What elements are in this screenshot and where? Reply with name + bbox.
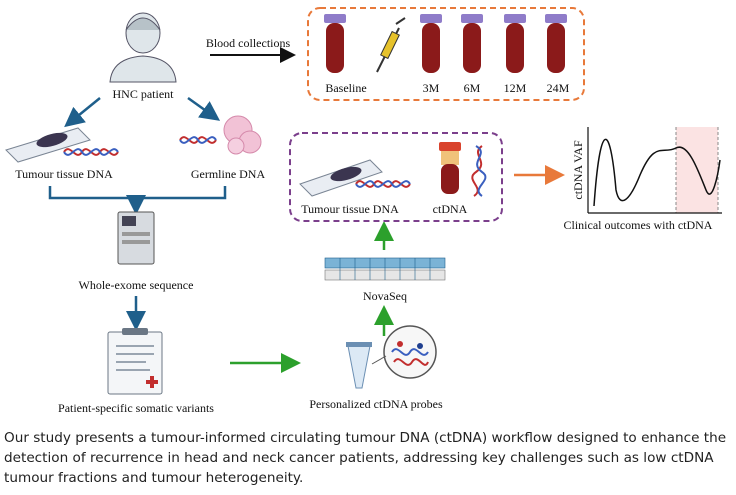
tumour-tissue-label: Tumour tissue DNA <box>301 202 399 216</box>
dna-strand-icon <box>471 145 483 197</box>
outcomes-label: Clinical outcomes with ctDNA <box>564 218 713 232</box>
sequence-reads-icon <box>324 257 446 281</box>
tube-6m <box>461 14 483 73</box>
dna-strand-icon <box>63 148 119 156</box>
probe-magnifier-icon <box>371 325 437 379</box>
patient-icon <box>109 12 177 83</box>
blood-tubes-box <box>307 7 585 101</box>
variants-label: Patient-specific somatic variants <box>58 401 214 415</box>
syringe-icon <box>376 17 406 73</box>
ctdna-box <box>289 132 503 222</box>
tube-24m <box>545 14 567 73</box>
tube-3m <box>420 14 442 73</box>
patient-label: HNC patient <box>113 87 175 101</box>
report-icon <box>107 328 163 395</box>
figure-caption: Our study presents a tumour-informed cir… <box>4 430 727 486</box>
novaseq-label: NovaSeq <box>363 289 407 303</box>
dna-strand-icon <box>355 180 411 188</box>
tumour-tissue-label: Tumour tissue DNA <box>15 167 113 181</box>
ctdna-tube-icon <box>439 142 461 194</box>
probes-label: Personalized ctDNA probes <box>309 397 443 411</box>
germline-cell-icon <box>223 115 262 155</box>
timepoint-label: 3M <box>423 81 440 95</box>
sequencer-icon <box>117 211 155 265</box>
blood-collections-label: Blood collections <box>206 36 291 50</box>
workflow-diagram: HNC patient Blood collections Baseline 3… <box>5 7 722 415</box>
wes-label: Whole-exome sequence <box>79 278 194 292</box>
arrow-to-germline <box>187 96 221 121</box>
arrow-to-tumour-tissue <box>64 97 101 128</box>
dna-strand-icon <box>179 136 217 144</box>
tumour-slide-icon <box>5 127 91 163</box>
probe-tube-icon <box>346 342 372 389</box>
timepoint-label: 24M <box>547 81 570 95</box>
tube-12m <box>504 14 526 73</box>
baseline-tube <box>324 14 346 73</box>
germline-label: Germline DNA <box>191 167 266 181</box>
ctdna-label: ctDNA <box>433 202 468 216</box>
timepoint-label: 12M <box>504 81 527 95</box>
merge-bracket <box>48 186 227 200</box>
timepoint-label: 6M <box>464 81 481 95</box>
tumour-slide-icon <box>299 159 383 197</box>
vaf-axis-label: ctDNA VAF <box>571 140 585 200</box>
vaf-chart-icon <box>587 127 722 214</box>
dna-strand-icon <box>475 145 487 197</box>
timepoint-label: Baseline <box>325 81 366 95</box>
